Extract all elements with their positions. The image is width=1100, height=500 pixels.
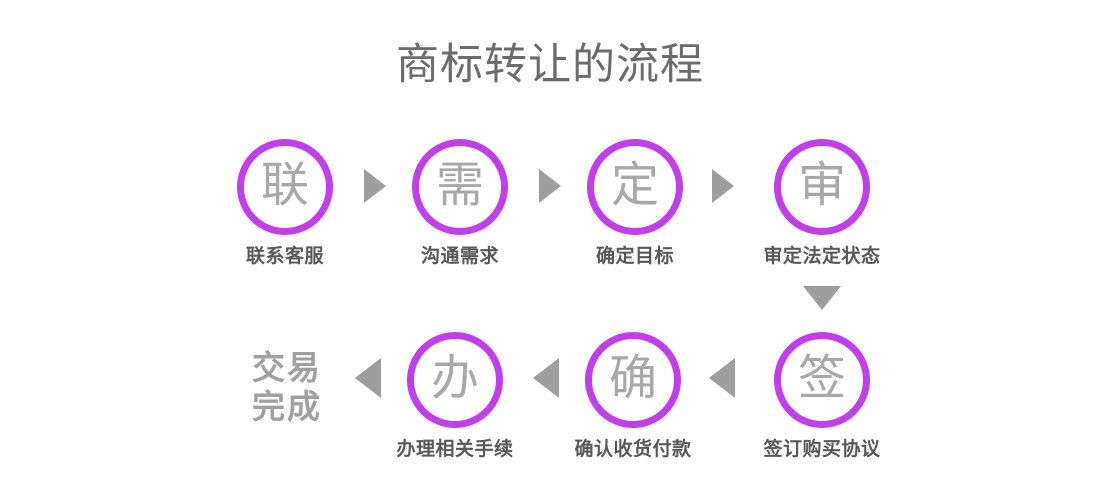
flow-step-ban[interactable]: 办 办理相关手续 <box>375 332 535 462</box>
flow-step-shen[interactable]: 审 审定法定状态 <box>742 139 902 269</box>
arrow-left-icon <box>355 358 381 398</box>
arrow-left-icon <box>709 358 735 398</box>
step-circle: 签 <box>774 332 870 428</box>
arrow-right-icon <box>364 169 386 203</box>
step-glyph: 审 <box>797 159 846 212</box>
page-title: 商标转让的流程 <box>396 41 704 89</box>
step-circle: 确 <box>585 332 681 428</box>
step-circle: 需 <box>412 139 508 235</box>
step-label: 审定法定状态 <box>763 246 881 267</box>
step-label: 确认收货付款 <box>574 439 692 460</box>
terminal-line-1: 交易 <box>252 349 322 386</box>
flow-step-lian[interactable]: 联 联系客服 <box>205 139 365 269</box>
arrow-right-icon <box>712 169 734 203</box>
flow-step-que[interactable]: 确 确认收货付款 <box>553 332 713 462</box>
step-glyph: 定 <box>610 159 659 212</box>
flow-step-ding[interactable]: 定 确定目标 <box>555 139 715 269</box>
step-label: 联系客服 <box>245 246 324 267</box>
arrow-down-icon <box>803 286 841 310</box>
step-circle: 办 <box>407 332 503 428</box>
step-circle: 联 <box>237 139 333 235</box>
step-glyph: 办 <box>430 352 479 405</box>
step-label: 签订购买协议 <box>763 439 881 460</box>
arrow-left-icon <box>533 358 559 398</box>
step-circle: 审 <box>774 139 870 235</box>
step-circle: 定 <box>587 139 683 235</box>
flow-step-xu[interactable]: 需 沟通需求 <box>380 139 540 269</box>
step-glyph: 需 <box>435 159 484 212</box>
step-label: 确定目标 <box>595 246 674 267</box>
terminal-line-2: 完成 <box>252 388 322 425</box>
flow-step-qian[interactable]: 签 签订购买协议 <box>742 332 902 462</box>
step-glyph: 确 <box>608 352 657 405</box>
arrow-right-icon <box>539 169 561 203</box>
step-glyph: 签 <box>797 352 846 405</box>
step-glyph: 联 <box>260 159 309 212</box>
step-label: 办理相关手续 <box>396 439 514 460</box>
flow-terminal-transaction-complete: 交易 完成 <box>207 348 367 426</box>
step-label: 沟通需求 <box>420 246 499 267</box>
